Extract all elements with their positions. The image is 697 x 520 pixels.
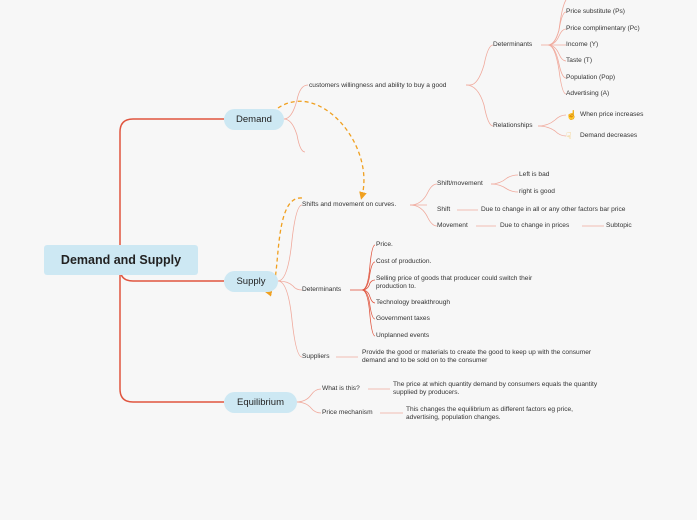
topic-supply[interactable]: Supply (224, 271, 278, 292)
supply-determinant-item[interactable]: Technology breakthrough (376, 299, 451, 306)
supply-suppliers-detail[interactable]: Provide the good or materials to create … (362, 349, 592, 364)
shift-movement-item[interactable]: right is good (519, 188, 555, 195)
relationship-arrow-demand-shifts (277, 100, 367, 200)
supply-movement-detail[interactable]: Due to change in prices (500, 222, 570, 229)
supply-shifts[interactable]: Shifts and movement on curves. (302, 201, 397, 208)
demand-definition[interactable]: customers willingness and ability to buy… (309, 82, 447, 89)
root-topic-label: Demand and Supply (60, 253, 182, 267)
demand-determinant-item[interactable]: Price complimentary (Pc) (566, 25, 640, 32)
supply-determinant-item[interactable]: Government taxes (376, 315, 430, 322)
supply-shift-movement[interactable]: Shift/movement (437, 180, 483, 187)
shift-movement-item[interactable]: Left is bad (519, 171, 550, 178)
equilibrium-what-detail[interactable]: The price at which quantity demand by co… (393, 381, 598, 396)
topic-equilibrium-label: Equilibrium (237, 397, 284, 408)
supply-shift[interactable]: Shift (437, 206, 451, 213)
branch-root-demand (119, 118, 224, 261)
topic-demand[interactable]: Demand (224, 109, 284, 130)
relationship-item[interactable]: When price increases (580, 111, 644, 118)
root-topic[interactable]: Demand and Supply (44, 245, 198, 275)
branch-root-equilibrium (119, 268, 224, 403)
equilibrium-mechanism[interactable]: Price mechanism (322, 409, 373, 416)
supply-determinant-item[interactable]: Unplanned events (376, 332, 430, 339)
demand-determinants[interactable]: Determinants (493, 41, 533, 48)
hand-down-icon: ☟ (566, 131, 572, 141)
topic-equilibrium[interactable]: Equilibrium (224, 392, 297, 413)
demand-relationships[interactable]: Relationships (493, 122, 533, 129)
hand-up-icon: ☝ (566, 110, 578, 120)
topic-demand-label: Demand (236, 114, 272, 125)
demand-determinant-item[interactable]: Advertising (A) (566, 90, 610, 97)
equilibrium-mechanism-detail[interactable]: This changes the equilibrium as differen… (406, 406, 574, 421)
supply-suppliers[interactable]: Suppliers (302, 353, 330, 360)
demand-determinant-item[interactable]: Taste (T) (566, 57, 593, 64)
demand-determinant-item[interactable]: Population (Pop) (566, 74, 616, 81)
relationship-item[interactable]: Demand decreases (580, 132, 638, 139)
supply-determinants[interactable]: Determinants (302, 286, 342, 293)
supply-shift-detail[interactable]: Due to change in all or any other factor… (481, 206, 626, 213)
supply-movement[interactable]: Movement (437, 222, 468, 229)
demand-determinant-item[interactable]: Income (Y) (566, 41, 599, 48)
supply-determinant-item[interactable]: Cost of production. (376, 258, 432, 265)
topic-supply-label: Supply (236, 276, 266, 287)
equilibrium-what[interactable]: What is this? (322, 385, 360, 392)
supply-determinant-item[interactable]: Price. (376, 241, 393, 248)
demand-determinant-item[interactable]: Price substitute (Ps) (566, 8, 625, 15)
supply-movement-subtopic[interactable]: Subtopic (606, 222, 632, 229)
supply-determinant-item[interactable]: Selling price of goods that producer cou… (376, 275, 533, 290)
